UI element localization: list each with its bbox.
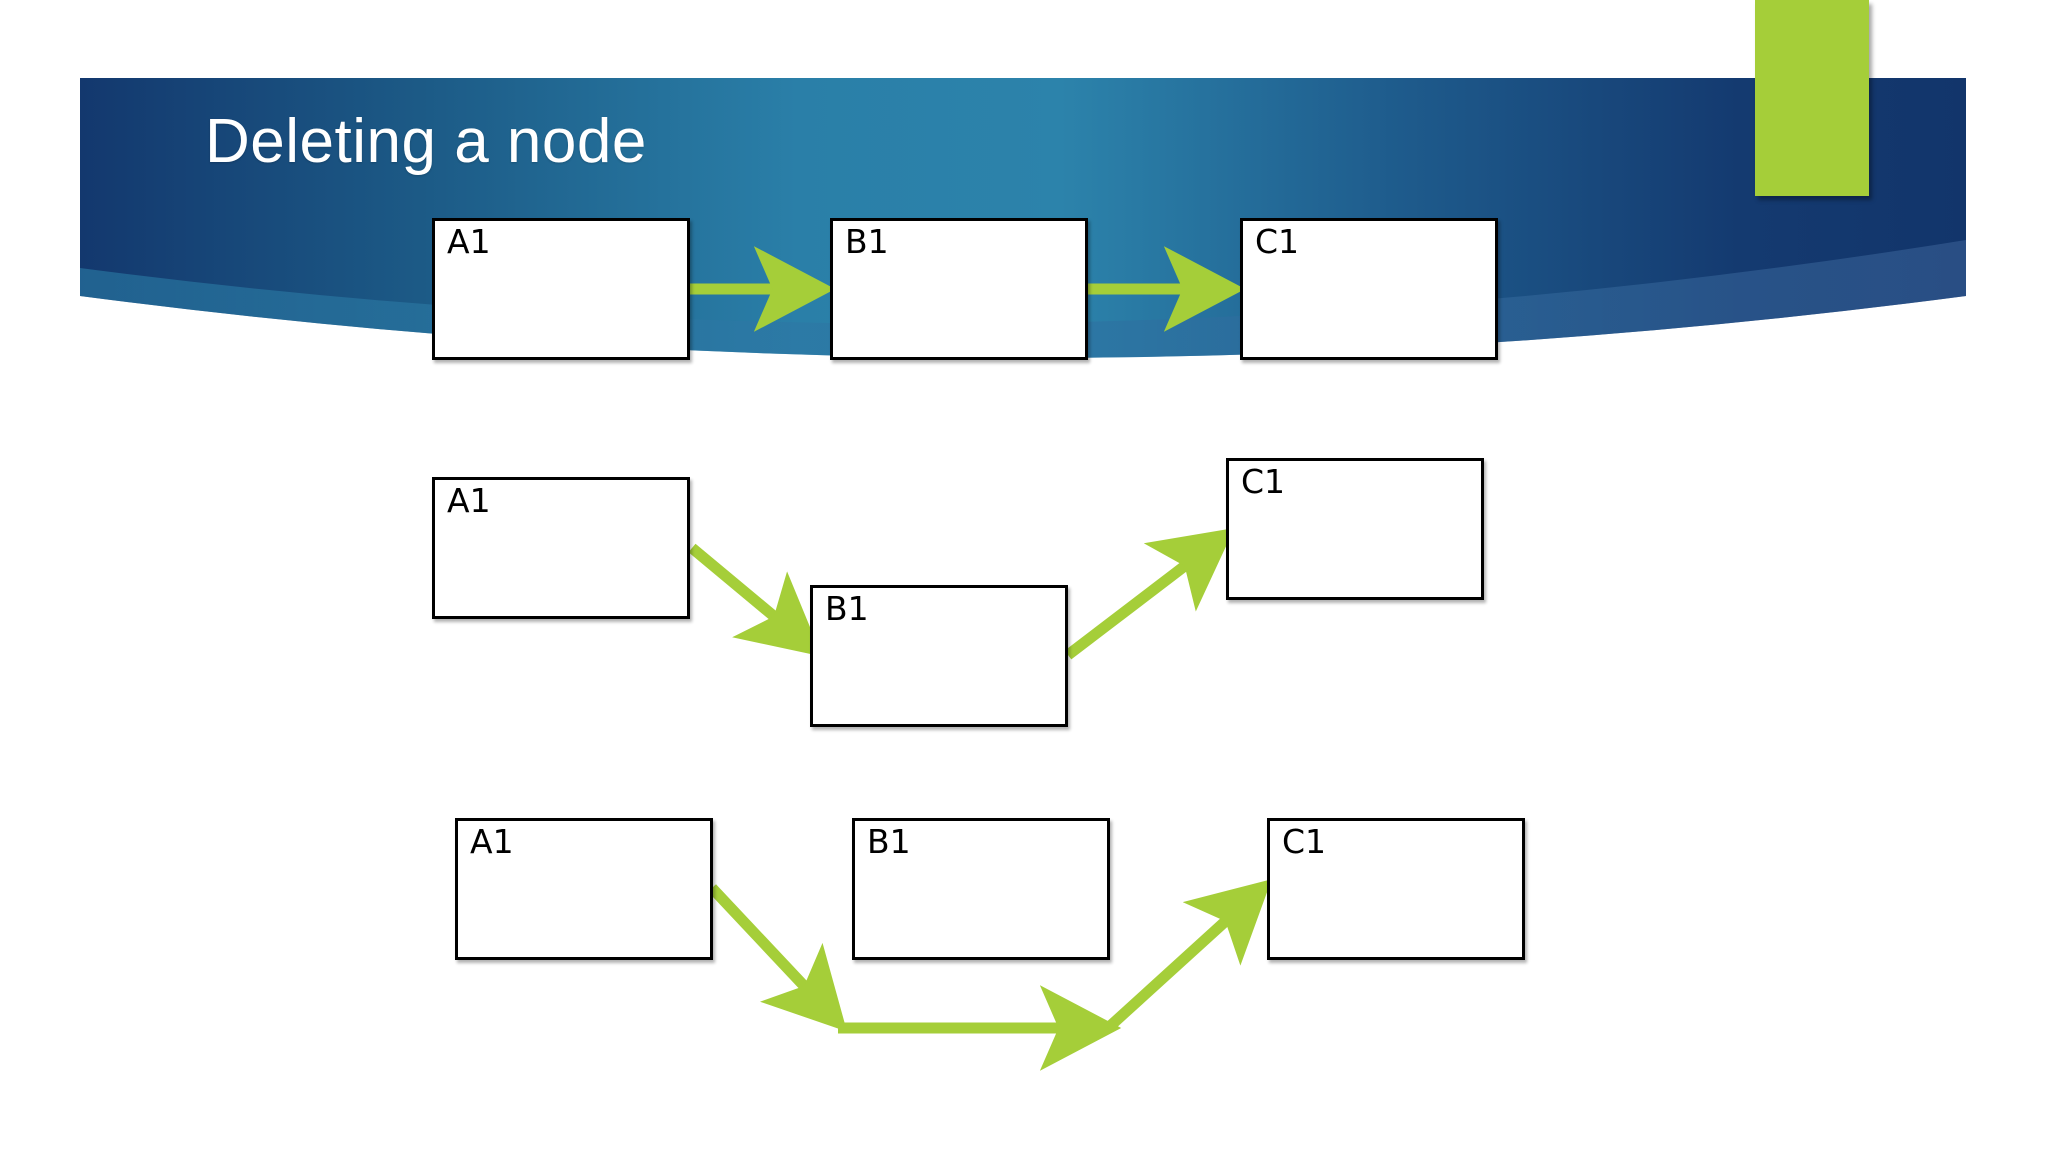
arrow-row2-b1-to-c1 (1064, 527, 1235, 660)
arrow-row2-a1-to-b1 (688, 543, 823, 657)
node-box-row3-a1[interactable]: A1 (455, 818, 713, 960)
node-box-row2-a1[interactable]: A1 (432, 477, 690, 619)
node-label: B1 (845, 222, 889, 261)
node-label: A1 (470, 822, 514, 861)
node-label: A1 (447, 481, 491, 520)
page-title: Deleting a node (205, 107, 647, 176)
node-label: B1 (867, 822, 911, 861)
node-box-row1-b1[interactable]: B1 (830, 218, 1088, 360)
node-box-row3-b1[interactable]: B1 (852, 818, 1110, 960)
node-box-row1-c1[interactable]: C1 (1240, 218, 1498, 360)
node-box-row1-a1[interactable]: A1 (432, 218, 690, 360)
node-box-row2-c1[interactable]: C1 (1226, 458, 1484, 600)
node-label: B1 (825, 589, 869, 628)
node-label: C1 (1282, 822, 1327, 861)
node-label: C1 (1241, 462, 1286, 501)
node-label: A1 (447, 222, 491, 261)
node-box-row2-b1[interactable]: B1 (810, 585, 1068, 727)
green-accent-bar (1755, 0, 1869, 196)
arrow-row3-a1-down (707, 884, 848, 1032)
node-label: C1 (1255, 222, 1300, 261)
node-box-row3-c1[interactable]: C1 (1267, 818, 1525, 960)
arrow-row3-up-to-c1 (1104, 879, 1272, 1033)
